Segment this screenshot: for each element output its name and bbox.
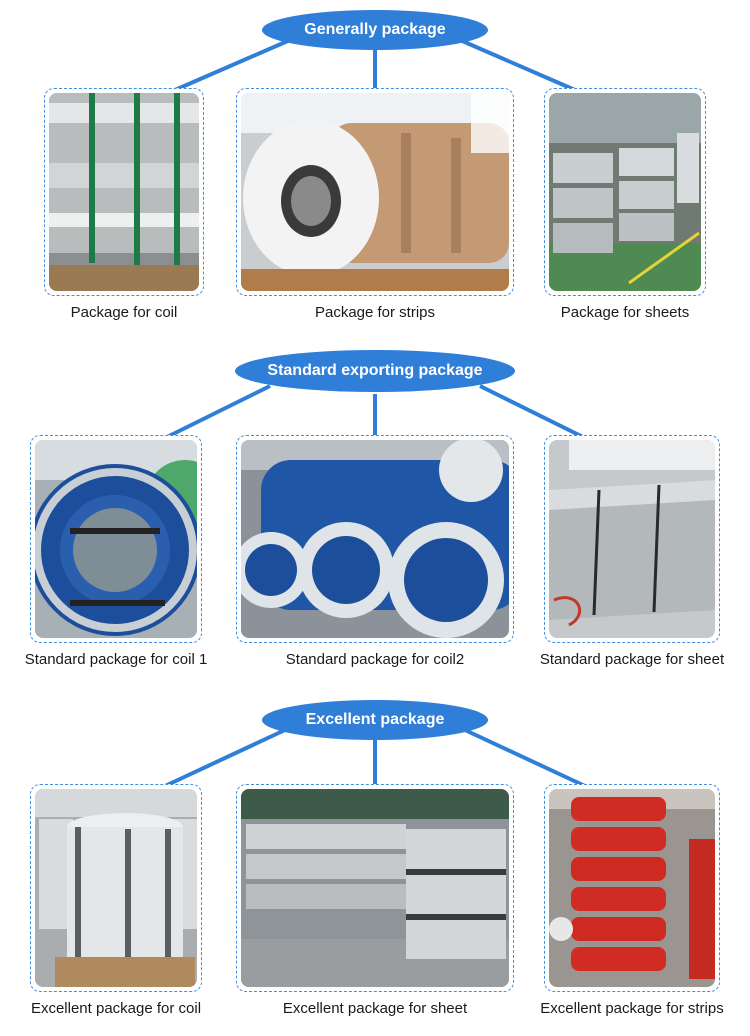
section-generally-package: Generally package Package for coil	[0, 0, 750, 340]
section-title: Excellent package	[262, 700, 488, 740]
red-strip-stacks-photo	[549, 789, 715, 987]
galvanized-sheet-bundle-photo	[549, 440, 715, 638]
photo-frame	[544, 435, 720, 643]
photo-frame	[236, 435, 514, 643]
photo-caption: Excellent package for strips	[540, 1000, 724, 1017]
blue-wrapped-coils-row-photo	[241, 440, 509, 638]
paper-wrapped-strips-photo	[241, 93, 509, 291]
photo-frame	[236, 88, 514, 296]
section-standard-exporting-package: Standard exporting package Standard pack…	[0, 340, 750, 685]
photo-caption: Excellent package for coil	[30, 1000, 202, 1017]
connector-lines	[164, 384, 586, 440]
photo-frame	[544, 784, 720, 992]
section-excellent-package: Excellent package Excellent package for …	[0, 690, 750, 1036]
photo-caption: Standard package for sheet	[539, 651, 725, 668]
photo-caption: Package for coil	[70, 304, 178, 321]
photo-caption: Excellent package for sheet	[282, 1000, 468, 1017]
photo-frame	[30, 784, 202, 992]
sheet-stacks-photo	[549, 93, 701, 291]
connector-lines	[164, 728, 586, 788]
photo-frame	[44, 88, 204, 296]
photo-frame	[544, 88, 706, 296]
bare-coil-photo	[49, 93, 199, 291]
steel-wrapped-coil-photo	[35, 789, 197, 987]
crated-sheets-photo	[241, 789, 509, 987]
connector-lines	[174, 38, 576, 92]
photo-caption: Package for strips	[314, 304, 436, 321]
section-title: Standard exporting package	[235, 350, 515, 392]
blue-wrapped-coil-photo	[35, 440, 197, 638]
photo-caption: Standard package for coil 1	[24, 651, 208, 668]
section-title: Generally package	[262, 10, 488, 50]
photo-caption: Package for sheets	[560, 304, 690, 321]
photo-frame	[236, 784, 514, 992]
photo-caption: Standard package for coil2	[285, 651, 465, 668]
photo-frame	[30, 435, 202, 643]
